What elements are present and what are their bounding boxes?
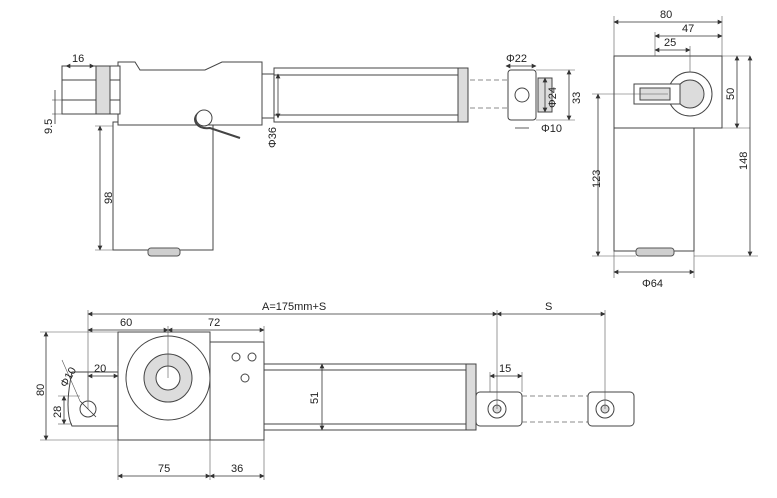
dim-98: 98 [103, 192, 115, 204]
dim-75: 75 [158, 463, 170, 475]
dim-phi64: Φ64 [642, 278, 663, 290]
gearbox [117, 61, 263, 126]
end-motor-cap [635, 247, 675, 257]
dim-123: 123 [591, 170, 603, 188]
dim-148: 148 [738, 152, 750, 170]
dim-25: 25 [664, 37, 676, 49]
motor-endcap [147, 247, 181, 257]
motor-body [112, 121, 214, 251]
dim-60: 60 [120, 317, 132, 329]
dim-15: 15 [499, 363, 511, 375]
rear-tab [67, 371, 119, 427]
rear-clevis [61, 65, 121, 115]
dim-47: 47 [682, 23, 694, 35]
side-tube-end [465, 363, 477, 431]
screw-1 [231, 352, 241, 362]
dim-28: 28 [52, 406, 64, 418]
outer-tube [261, 73, 275, 119]
dim-9-5: 9.5 [43, 119, 55, 134]
dim-phi22: Φ22 [506, 53, 527, 65]
dim-50: 50 [725, 88, 737, 100]
side-outer-tube [263, 363, 475, 431]
dim-80-side: 80 [35, 384, 47, 396]
dim-S: S [545, 301, 552, 313]
dim-phi24: Φ24 [547, 87, 559, 108]
dim-A: A=175mm+S [262, 301, 326, 313]
screw-3 [240, 373, 250, 383]
top-view: 16 9.5 98 Φ36 Φ22 Φ24 33 Φ10 [43, 53, 583, 257]
side-view: A=175mm+S S 60 72 Φ10 20 80 28 51 15 75 [35, 301, 635, 480]
outer-tube-2 [273, 67, 467, 123]
tube-end [457, 67, 469, 123]
rod-end-hole [514, 87, 530, 103]
dim-phi36: Φ36 [267, 127, 279, 148]
dim-80-end: 80 [660, 9, 672, 21]
rear-clevis-plate [95, 65, 111, 115]
dim-33: 33 [571, 92, 583, 104]
dim-16: 16 [72, 53, 84, 65]
dim-51: 51 [309, 392, 321, 404]
end-view: 80 47 25 50 148 123 Φ64 [591, 9, 758, 290]
end-motor-body [613, 124, 695, 252]
dim-72: 72 [208, 317, 220, 329]
dim-phi10-top: Φ10 [541, 123, 562, 135]
screw-2 [247, 352, 257, 362]
dim-20: 20 [94, 363, 106, 375]
cable-gland [195, 109, 213, 127]
dim-36: 36 [231, 463, 243, 475]
